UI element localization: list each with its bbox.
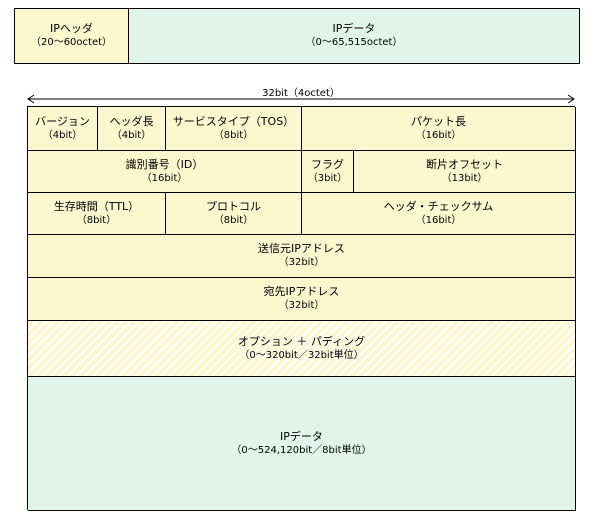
field-header-length-name: ヘッダ長 bbox=[109, 114, 154, 128]
field-flags-bits: （3bit） bbox=[307, 172, 348, 184]
field-fragment-offset-name: 断片オフセット bbox=[426, 157, 503, 171]
field-options-padding-name: オプション ＋ パディング bbox=[237, 334, 366, 348]
top-ip-data-size: （0～65,515octet） bbox=[305, 37, 403, 48]
ip-data-name: IPデータ bbox=[280, 429, 323, 443]
top-packet-overview: IPヘッダ （20～60octet） IPデータ （0～65,515octet） bbox=[14, 8, 580, 64]
field-source-address-bits: （32bit） bbox=[278, 257, 325, 268]
field-version: バージョン （4bit） bbox=[28, 107, 98, 151]
ip-data-bits: （0～524,120bit／8bit単位） bbox=[231, 444, 372, 456]
field-header-checksum-bits: （16bit） bbox=[415, 214, 462, 226]
field-header-length: ヘッダ長 （4bit） bbox=[98, 107, 166, 151]
bit-width-label: 32bit（4octet） bbox=[262, 88, 340, 99]
field-protocol-name: プロトコル bbox=[206, 199, 261, 213]
field-ttl-name: 生存時間（TTL） bbox=[53, 199, 140, 213]
field-source-address: 送信元IPアドレス （32bit） bbox=[28, 235, 576, 278]
field-packet-length-name: パケット長 bbox=[411, 114, 466, 128]
field-header-checksum-name: ヘッダ・チェックサム bbox=[383, 199, 494, 213]
field-tos-bits: （8bit） bbox=[213, 129, 254, 141]
top-ip-data-title: IPデータ bbox=[332, 22, 376, 35]
field-packet-length: パケット長 （16bit） bbox=[302, 107, 576, 151]
field-header-length-bits: （4bit） bbox=[111, 129, 152, 141]
field-packet-length-bits: （16bit） bbox=[415, 129, 462, 141]
field-identification: 識別番号（ID） （16bit） bbox=[28, 151, 302, 193]
field-destination-address: 宛先IPアドレス （32bit） bbox=[28, 278, 576, 321]
field-version-bits: （4bit） bbox=[42, 129, 83, 141]
field-identification-bits: （16bit） bbox=[141, 172, 188, 184]
field-tos-name: サービスタイプ（TOS） bbox=[172, 114, 295, 128]
field-version-name: バージョン bbox=[35, 114, 90, 128]
field-source-address-name: 送信元IPアドレス bbox=[258, 242, 345, 255]
field-flags: フラグ （3bit） bbox=[302, 151, 354, 193]
field-identification-name: 識別番号（ID） bbox=[125, 157, 204, 171]
field-protocol: プロトコル （8bit） bbox=[166, 193, 302, 235]
ip-data-block: IPデータ （0～524,120bit／8bit単位） bbox=[28, 377, 576, 511]
top-ip-header-block: IPヘッダ （20～60octet） bbox=[14, 8, 129, 64]
ip-header-diagram: バージョン （4bit） ヘッダ長 （4bit） サービスタイプ（TOS） （8… bbox=[27, 106, 576, 511]
field-tos: サービスタイプ（TOS） （8bit） bbox=[166, 107, 302, 151]
top-ip-data-block: IPデータ （0～65,515octet） bbox=[128, 8, 580, 64]
bit-width-scale: 32bit（4octet） bbox=[27, 84, 575, 106]
field-header-checksum: ヘッダ・チェックサム （16bit） bbox=[302, 193, 576, 235]
field-fragment-offset: 断片オフセット （13bit） bbox=[354, 151, 576, 193]
field-ttl-bits: （8bit） bbox=[76, 214, 117, 226]
field-protocol-bits: （8bit） bbox=[213, 214, 254, 226]
bit-width-arrow bbox=[27, 94, 575, 104]
field-ttl: 生存時間（TTL） （8bit） bbox=[28, 193, 166, 235]
field-destination-address-name: 宛先IPアドレス bbox=[263, 285, 340, 298]
field-options-padding: オプション ＋ パディング （0～320bit／32bit単位） bbox=[28, 321, 576, 377]
field-options-padding-bits: （0～320bit／32bit単位） bbox=[239, 349, 364, 361]
field-flags-name: フラグ bbox=[311, 157, 344, 171]
field-fragment-offset-bits: （13bit） bbox=[441, 172, 488, 184]
top-ip-header-size: （20～60octet） bbox=[30, 37, 113, 48]
field-destination-address-bits: （32bit） bbox=[278, 300, 325, 311]
top-ip-header-title: IPヘッダ bbox=[50, 22, 93, 35]
